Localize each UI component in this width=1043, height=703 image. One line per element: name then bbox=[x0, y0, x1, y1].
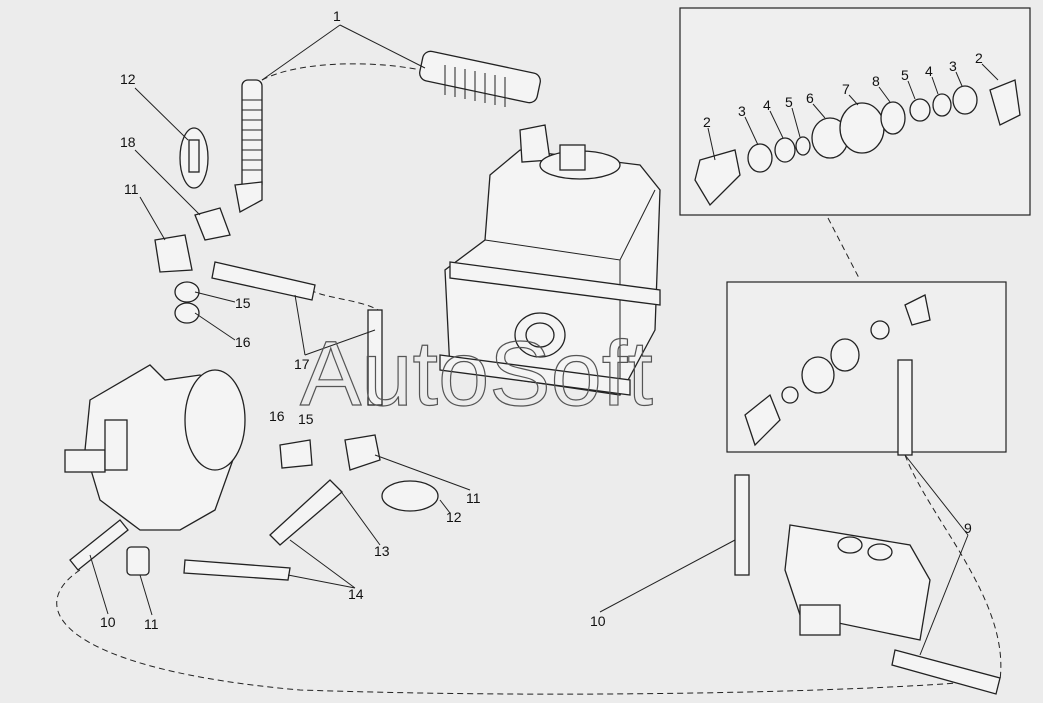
pipe-10 bbox=[734, 474, 750, 576]
label-1: 1 bbox=[333, 8, 341, 24]
inset-label-2b: 2 bbox=[975, 50, 983, 66]
label-13: 13 bbox=[374, 543, 390, 559]
label-16b: 16 bbox=[269, 408, 285, 424]
inset-parts-exploded bbox=[694, 79, 1021, 207]
watermark: AutoSoft bbox=[300, 323, 653, 425]
bolt-12 bbox=[188, 139, 200, 173]
pipe-9 bbox=[891, 649, 1001, 695]
inset-labels: 2 3 4 5 6 7 8 5 4 3 2 bbox=[703, 50, 983, 130]
inset-label-8: 8 bbox=[872, 73, 880, 89]
label-16: 16 bbox=[235, 334, 251, 350]
pipe-9-inset bbox=[897, 359, 913, 456]
pipe-17-vertical bbox=[367, 309, 383, 406]
inset-assembly-parts bbox=[744, 294, 931, 447]
inset-label-5b: 5 bbox=[901, 67, 909, 83]
inset-label-3b: 3 bbox=[949, 58, 957, 74]
label-17: 17 bbox=[294, 356, 310, 372]
label-11: 11 bbox=[124, 181, 139, 197]
label-10b: 10 bbox=[590, 613, 606, 629]
inset-label-5: 5 bbox=[785, 94, 793, 110]
inset-label-6: 6 bbox=[806, 90, 814, 106]
label-11c: 11 bbox=[144, 616, 159, 632]
bolt-12-center-callout bbox=[381, 480, 439, 512]
inset-label-4: 4 bbox=[763, 97, 771, 113]
flex-hose bbox=[234, 50, 541, 213]
label-15: 15 bbox=[235, 295, 251, 311]
label-10: 10 bbox=[100, 614, 116, 630]
inset-label-3: 3 bbox=[738, 103, 746, 119]
banjo-fitting-18 bbox=[194, 207, 231, 241]
route-line-9 bbox=[904, 454, 1002, 681]
label-12b: 12 bbox=[446, 509, 462, 525]
fitting-11 bbox=[154, 234, 193, 273]
label-14: 14 bbox=[348, 586, 364, 602]
inset-label-4b: 4 bbox=[925, 63, 933, 79]
washer-16 bbox=[174, 302, 200, 324]
pump-housing bbox=[64, 364, 291, 581]
inset-label-7: 7 bbox=[842, 81, 850, 97]
callout-labels: 1 12 18 11 15 16 17 16 15 11 12 13 14 10… bbox=[100, 8, 972, 632]
washer-15 bbox=[174, 281, 200, 303]
washer-pair bbox=[279, 439, 313, 469]
label-15b: 15 bbox=[298, 411, 314, 427]
inset-link-line bbox=[827, 217, 861, 281]
hose-route-line bbox=[261, 63, 431, 81]
inset-label-2: 2 bbox=[703, 114, 711, 130]
pipe-14 bbox=[269, 479, 343, 546]
label-12: 12 bbox=[120, 71, 136, 87]
reservoir-tank bbox=[439, 124, 661, 396]
pipe-17 bbox=[211, 261, 316, 301]
return-route-line bbox=[56, 569, 991, 695]
label-9: 9 bbox=[964, 520, 972, 536]
valve-block bbox=[784, 524, 931, 641]
label-18: 18 bbox=[120, 134, 136, 150]
label-11b: 11 bbox=[466, 490, 481, 506]
fitting-11-center bbox=[344, 434, 381, 471]
